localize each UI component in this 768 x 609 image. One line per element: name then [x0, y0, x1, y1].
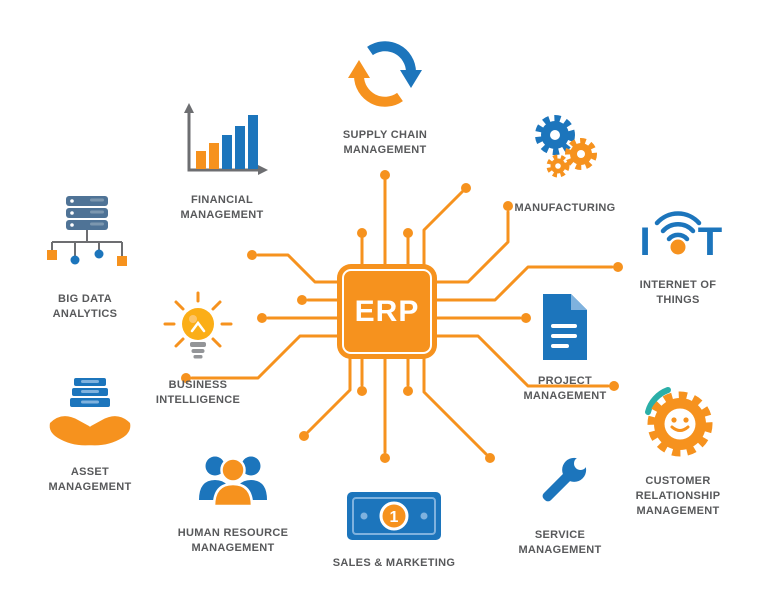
module-label: CUSTOMER RELATIONSHIP MANAGEMENT — [635, 475, 721, 517]
module-service-management: SERVICE MANAGEMENT — [490, 448, 630, 558]
module-label: SUPPLY CHAIN MANAGEMENT — [342, 129, 428, 156]
money-bill-icon: 1 — [347, 492, 441, 540]
module-customer-relationship-management: CUSTOMER RELATIONSHIP MANAGEMENT — [603, 378, 753, 519]
module-asset-management: ASSET MANAGEMENT — [30, 375, 150, 495]
iot-signal-icon: I T — [639, 211, 722, 264]
module-label: HUMAN RESOURCE MANAGEMENT — [177, 527, 289, 554]
module-label: BUSINESS INTELLIGENCE — [155, 379, 241, 406]
module-manufacturing: MANUFACTURING — [485, 108, 645, 216]
lightbulb-icon — [163, 291, 233, 359]
module-label: MANUFACTURING — [514, 202, 616, 214]
refresh-arrows-icon — [347, 41, 422, 107]
module-label: ASSET MANAGEMENT — [48, 466, 132, 493]
module-project-management: PROJECT MANAGEMENT — [500, 288, 630, 404]
document-icon — [543, 294, 587, 360]
module-big-data-analytics: BIG DATA ANALYTICS — [30, 192, 140, 322]
module-supply-chain-management: SUPPLY CHAIN MANAGEMENT — [320, 28, 450, 158]
hands-documents-icon — [49, 378, 131, 446]
database-network-icon — [46, 196, 127, 266]
people-group-icon — [199, 456, 267, 508]
gears-icon — [534, 115, 597, 178]
smiley-gear-icon — [645, 387, 713, 457]
erp-label: ERP — [354, 294, 420, 328]
trace-endpoint-dots — [181, 170, 623, 463]
wrench-icon — [542, 456, 588, 502]
iot-letter-t: T — [698, 220, 722, 264]
module-label: FINANCIAL MANAGEMENT — [180, 194, 264, 221]
module-label: BIG DATA ANALYTICS — [52, 293, 118, 320]
money-badge-number: 1 — [390, 509, 399, 526]
module-label: PROJECT MANAGEMENT — [523, 375, 607, 402]
module-financial-management: FINANCIAL MANAGEMENT — [147, 100, 297, 223]
module-label: SERVICE MANAGEMENT — [518, 529, 602, 556]
module-human-resource-management: HUMAN RESOURCE MANAGEMENT — [148, 438, 318, 556]
bar-chart-icon — [183, 103, 268, 175]
iot-letter-i: I — [639, 220, 650, 264]
module-sales-marketing: 1 SALES & MARKETING — [309, 482, 479, 571]
module-business-intelligence: BUSINESS INTELLIGENCE — [133, 288, 263, 408]
module-internet-of-things: I T INTERNET OF THINGS — [618, 195, 738, 308]
module-label: INTERNET OF THINGS — [639, 279, 717, 306]
module-label: SALES & MARKETING — [332, 557, 456, 569]
erp-center-node: ERP — [337, 264, 437, 359]
